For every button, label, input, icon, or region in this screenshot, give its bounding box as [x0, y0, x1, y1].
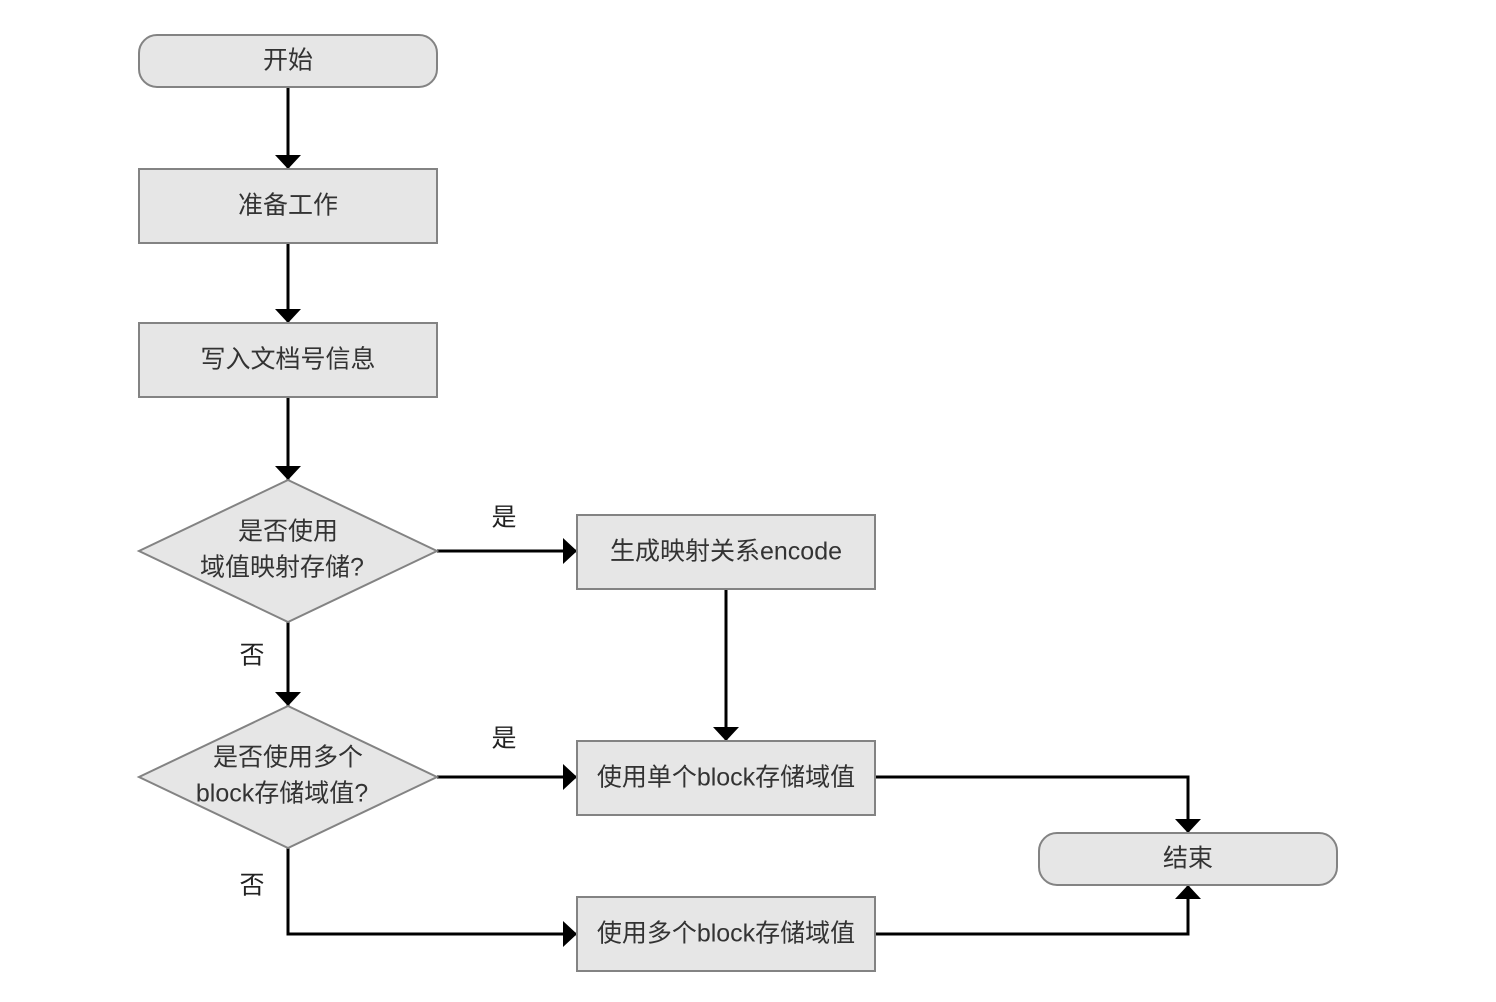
start-terminator-shape: [138, 34, 438, 88]
multi-block-label: 使用多个block存储域值: [597, 920, 855, 948]
decision-mapping-label-line-1: 是否使用: [238, 518, 338, 546]
edge-multi-block-to-end: [875, 885, 1201, 936]
single-block-label: 使用单个block存储域值: [597, 764, 855, 792]
node-gen-mapping: 生成映射关系encode: [576, 514, 876, 590]
edge-single-block-to-end: [875, 775, 1201, 833]
edges: [275, 87, 1201, 947]
gen-mapping-process-shape: [576, 514, 876, 590]
single-block-process-shape: [576, 740, 876, 816]
node-single-block: 使用单个block存储域值: [576, 740, 876, 816]
decision-mapping-label-line-2: 域值映射存储?: [200, 554, 364, 582]
prepare-label: 准备工作: [238, 192, 338, 220]
node-multi-block: 使用多个block存储域值: [576, 896, 876, 972]
edge-label-mapping-yes: 是: [491, 504, 516, 532]
decision-multi-label-line-2: block存储域值?: [196, 780, 368, 808]
node-decision-multi: 是否使用多个 block存储域值?: [136, 704, 440, 850]
multi-block-process-shape: [576, 896, 876, 972]
decision-mapping-diamond: [136, 478, 440, 624]
node-end: 结束: [1038, 832, 1338, 886]
end-label: 结束: [1163, 845, 1213, 873]
decision-multi-label-line-1: 是否使用多个: [213, 744, 363, 772]
edge-labels: 是 否 是 否: [239, 504, 516, 900]
edge-label-multi-yes: 是: [491, 725, 516, 753]
edge-label-multi-no: 否: [239, 872, 264, 900]
edge-label-mapping-no: 否: [239, 642, 264, 670]
write-doc-process-shape: [138, 322, 438, 398]
decision-multi-diamond: [136, 704, 440, 850]
prepare-process-shape: [138, 168, 438, 244]
node-write-doc: 写入文档号信息: [138, 322, 438, 398]
edge-decision-multi-no: [286, 848, 577, 947]
node-start: 开始: [138, 34, 438, 88]
start-label: 开始: [263, 47, 313, 75]
node-prepare: 准备工作: [138, 168, 438, 244]
write-doc-label: 写入文档号信息: [200, 346, 375, 374]
gen-mapping-label: 生成映射关系encode: [610, 538, 842, 566]
end-terminator-shape: [1038, 832, 1338, 886]
node-decision-mapping: 是否使用 域值映射存储?: [136, 478, 440, 624]
